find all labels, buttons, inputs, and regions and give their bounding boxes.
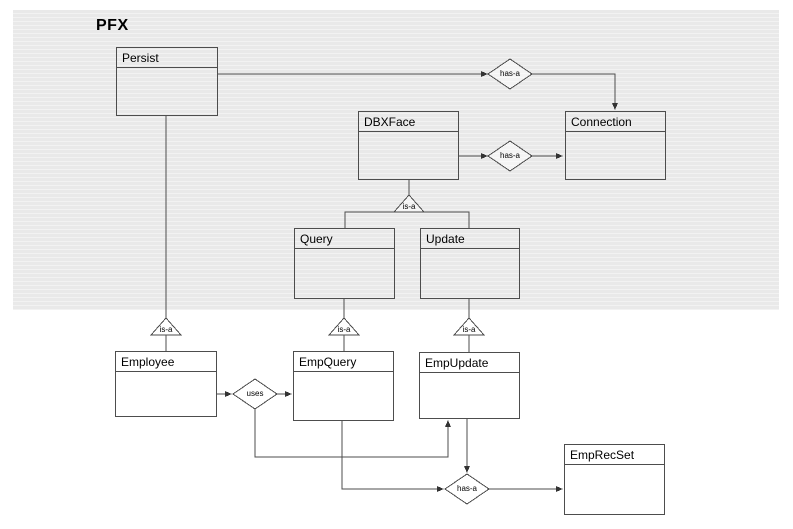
isa-triangle-dbxface — [392, 194, 426, 213]
package-label: PFX — [96, 17, 129, 34]
class-box-update: Update — [420, 228, 520, 299]
class-box-connection: Connection — [565, 111, 666, 180]
hasa-label: has-a — [456, 484, 478, 493]
hasa-diamond-persist-connection — [487, 58, 533, 90]
class-title: Employee — [116, 352, 216, 372]
class-box-emprecset: EmpRecSet — [564, 444, 665, 515]
edge-hasa-to-connection-left — [532, 153, 563, 159]
hasa-diamond-empupdate-emprecset — [444, 473, 490, 505]
arrowhead-icon — [612, 103, 618, 110]
hasa-label: has-a — [499, 151, 521, 160]
class-title: EmpQuery — [294, 352, 393, 372]
class-title: Query — [295, 229, 394, 249]
class-box-query: Query — [294, 228, 395, 299]
class-box-empupdate: EmpUpdate — [419, 352, 520, 419]
arrowhead-icon — [481, 71, 488, 77]
edge-dbxface-to-hasa — [459, 153, 488, 159]
isa-label: is-a — [462, 325, 476, 334]
edge-uses-to-empupdate-bottom — [254, 409, 451, 458]
arrowhead-icon — [437, 486, 444, 492]
uses-label: uses — [246, 389, 264, 398]
isa-triangle-empupdate — [452, 317, 486, 336]
edge-empupdate-to-hasa — [464, 419, 470, 473]
arrowhead-icon — [556, 486, 563, 492]
hasa-label: has-a — [499, 69, 521, 78]
class-box-employee: Employee — [115, 351, 217, 417]
class-title: DBXFace — [359, 112, 458, 132]
arrowhead-icon — [556, 153, 563, 159]
hasa-diamond-dbxface-connection — [487, 140, 533, 172]
package-region-pfx — [13, 10, 779, 310]
edge-hasa-to-emprecset — [489, 486, 563, 492]
class-title: Update — [421, 229, 519, 249]
class-box-dbxface: DBXFace — [358, 111, 459, 180]
edge-persist-to-hasa — [218, 71, 488, 77]
edge-empquery-to-hasa — [341, 421, 444, 492]
arrowhead-icon — [445, 420, 451, 427]
class-title: Persist — [117, 48, 217, 68]
class-box-persist: Persist — [116, 47, 218, 116]
isa-label: is-a — [337, 325, 351, 334]
uses-diamond-employee-empquery — [232, 378, 278, 410]
arrowhead-icon — [285, 391, 292, 397]
edge-hasa-to-connection-top — [532, 73, 618, 110]
isa-triangle-empquery — [327, 317, 361, 336]
isa-triangle-employee — [149, 317, 183, 336]
class-box-empquery: EmpQuery — [293, 351, 394, 421]
edge-employee-to-uses — [217, 391, 232, 397]
isa-label: is-a — [402, 202, 416, 211]
arrowhead-icon — [464, 466, 470, 473]
arrowhead-icon — [481, 153, 488, 159]
class-title: Connection — [566, 112, 665, 132]
edge-uses-to-empquery — [277, 391, 292, 397]
arrowhead-icon — [225, 391, 232, 397]
isa-label: is-a — [159, 325, 173, 334]
class-title: EmpUpdate — [420, 353, 519, 373]
class-title: EmpRecSet — [565, 445, 664, 465]
